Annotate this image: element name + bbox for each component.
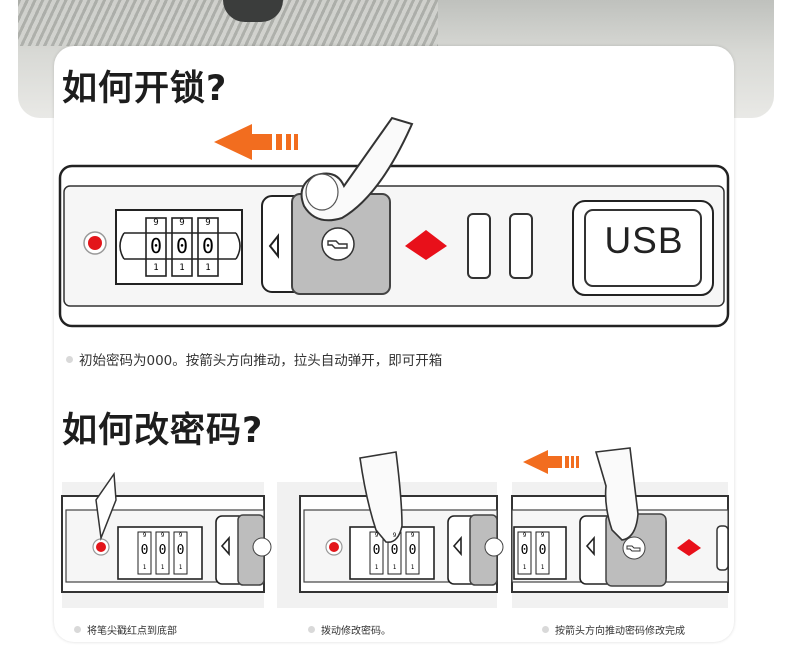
step3-caption-row: 按箭头方向推动密码修改完成 <box>542 622 685 637</box>
s2p1-mid3: 0 <box>176 543 185 558</box>
s2p3-bot1: 1 <box>522 564 527 571</box>
s2p2-mid3: 0 <box>408 543 417 558</box>
side-button-1 <box>467 213 491 279</box>
s2p1-top1: 9 <box>142 532 147 539</box>
zipper-pull-image <box>223 0 283 22</box>
step2-panel <box>277 451 504 608</box>
s2p3-bot2: 1 <box>540 564 545 571</box>
dial3-digit[interactable]: 0 <box>201 234 215 258</box>
dial2-digit[interactable]: 0 <box>175 234 189 258</box>
dial1-top-digit: 9 <box>153 218 159 228</box>
s2p2-top1: 9 <box>374 532 379 539</box>
unlock-title: 如何开锁? <box>62 69 228 109</box>
dial1-digit[interactable]: 0 <box>149 234 163 258</box>
s2p3-mid2: 0 <box>538 543 547 558</box>
step1-caption: 将笔尖戳红点到底部 <box>87 626 177 637</box>
step3-panel <box>511 447 729 608</box>
step2-caption-row: 拨动修改密码。 <box>308 622 391 637</box>
bullet-dot <box>542 626 549 633</box>
step2-finger-illustration <box>359 451 403 543</box>
s2p2-mid2: 0 <box>390 543 399 558</box>
dial2-bottom-digit: 1 <box>179 263 185 273</box>
step3-red-diamond <box>677 539 701 556</box>
step2-caption: 拨动修改密码。 <box>321 626 391 637</box>
step3-finger-illustration <box>594 447 639 541</box>
s2p1-bot1: 1 <box>142 564 147 571</box>
side-button-2 <box>509 213 533 279</box>
unlock-caption: 初始密码为000。按箭头方向推动，拉头自动弹开，即可开箱 <box>79 353 443 369</box>
keyhole <box>321 227 355 261</box>
s2p2-mid1: 0 <box>372 543 381 558</box>
s2p1-mid1: 0 <box>140 543 149 558</box>
bullet-dot <box>74 626 81 633</box>
step3-arrow-icon <box>523 450 579 474</box>
s2p2-bot3: 1 <box>410 564 415 571</box>
push-arrow-icon <box>214 124 298 160</box>
bullet-dot <box>308 626 315 633</box>
s2p1-bot2: 1 <box>160 564 165 571</box>
dial3-top-digit: 9 <box>205 218 211 228</box>
red-diamond-marker <box>405 230 447 260</box>
s2p3-mid1: 0 <box>520 543 529 558</box>
bullet-dot <box>66 355 73 363</box>
usb-label: USB <box>604 220 684 261</box>
dial1-bottom-digit: 1 <box>153 263 159 273</box>
dial3-bottom-digit: 1 <box>205 263 211 273</box>
s2p1-top3: 9 <box>178 532 183 539</box>
s2p3-top1: 9 <box>522 532 527 539</box>
s2p1-bot3: 1 <box>178 564 183 571</box>
usb-port <box>584 209 702 287</box>
fingernail <box>305 173 339 211</box>
step1-red-dot <box>96 542 106 552</box>
dial2-top-digit: 9 <box>179 218 185 228</box>
red-reset-dot <box>88 236 102 250</box>
step3-caption: 按箭头方向推动密码修改完成 <box>555 626 685 637</box>
pen-tip-illustration <box>95 471 117 541</box>
change-password-title: 如何改密码? <box>62 411 264 451</box>
step2-red-dot <box>329 542 339 552</box>
s2p2-bot1: 1 <box>374 564 379 571</box>
s2p2-top2: 9 <box>392 532 397 539</box>
slider-chevron <box>268 233 279 259</box>
step1-panel <box>61 471 272 608</box>
s2p2-top3: 9 <box>410 532 415 539</box>
s2p1-mid2: 0 <box>158 543 167 558</box>
s2p1-top2: 9 <box>160 532 165 539</box>
key-slot-icon <box>327 240 348 249</box>
s2p3-top2: 9 <box>540 532 545 539</box>
step1-caption-row: 将笔尖戳红点到底部 <box>74 622 177 637</box>
unlock-caption-row: 初始密码为000。按箭头方向推动，拉头自动弹开，即可开箱 <box>66 349 442 369</box>
combination-dials <box>119 217 241 277</box>
s2p2-bot2: 1 <box>392 564 397 571</box>
